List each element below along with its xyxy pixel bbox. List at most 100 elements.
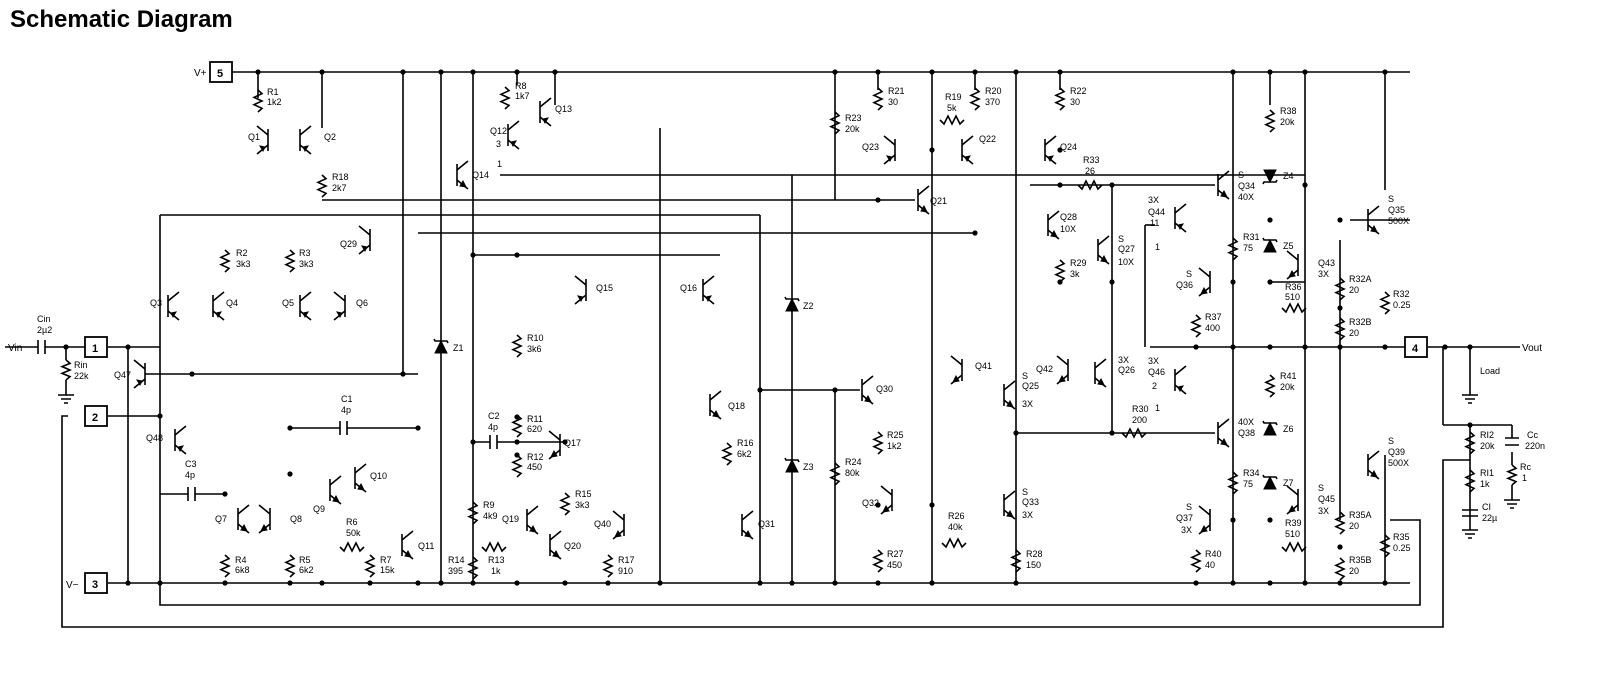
label-r11-value: 620 xyxy=(527,424,542,434)
zener-z6 xyxy=(1262,420,1278,436)
label-r20-value: 370 xyxy=(985,97,1000,107)
label-r35b: R35B xyxy=(1349,555,1372,565)
label-ri2-value: 20k xyxy=(1480,441,1495,451)
pins: 5 V+ 1 Vin 2 3 V− 4 Vout xyxy=(8,61,1542,594)
transistor-q21 xyxy=(917,185,930,215)
resistor-r17 xyxy=(602,554,614,578)
transistor-q27 xyxy=(1097,235,1110,265)
label-r10-value: 3k6 xyxy=(527,344,542,354)
transistor-q48 xyxy=(174,425,187,455)
label-q9: Q9 xyxy=(313,504,325,514)
label-q4: Q4 xyxy=(226,298,238,308)
svg-text:V+: V+ xyxy=(194,68,207,79)
label-r9: R9 xyxy=(483,500,495,510)
label-q47: Q47 xyxy=(114,370,131,380)
label-emitter-3: 3 xyxy=(496,139,501,149)
resistor-r25 xyxy=(872,431,884,455)
zener-z5 xyxy=(1262,237,1278,253)
resistor-r26 xyxy=(941,537,967,549)
label-r40: R40 xyxy=(1205,549,1222,559)
label-emitter-1b: 1 xyxy=(1155,403,1160,413)
label-r29: R29 xyxy=(1070,258,1087,268)
label-r15: R15 xyxy=(575,489,592,499)
label-q33: Q33 xyxy=(1022,497,1039,507)
label-s-q33: S xyxy=(1022,487,1028,497)
label-r22: R22 xyxy=(1070,86,1087,96)
label-emitter-1a: 1 xyxy=(1155,242,1160,252)
label-s-q35: S xyxy=(1388,194,1394,204)
label-r8: R8 xyxy=(515,81,527,91)
transistor-q10 xyxy=(354,463,367,493)
label-q45-note: 3X xyxy=(1318,506,1329,516)
label-r16-value: 6k2 xyxy=(737,449,752,459)
label-q7: Q7 xyxy=(215,514,227,524)
label-r3: R3 xyxy=(299,248,311,258)
label-ci-value: 22µ xyxy=(1482,513,1497,523)
transistor-q46 xyxy=(1174,365,1187,395)
label-r34-value: 75 xyxy=(1243,479,1253,489)
resistor-r35 xyxy=(1379,534,1391,558)
label-r33-value: 26 xyxy=(1085,166,1095,176)
label-emitter-2: 2 xyxy=(1152,381,1157,391)
label-r19: R19 xyxy=(945,92,962,102)
label-q45: Q45 xyxy=(1318,494,1335,504)
resistor-r1 xyxy=(252,89,264,113)
pin-2-box: 2 xyxy=(84,405,108,427)
zener-z3 xyxy=(784,457,800,473)
label-q46-note: 3X xyxy=(1148,356,1159,366)
resistor-r15 xyxy=(559,492,571,516)
label-z7: Z7 xyxy=(1283,478,1294,488)
label-rc: Rc xyxy=(1520,462,1531,472)
label-q1: Q1 xyxy=(248,132,260,142)
label-r35-value: 0.25 xyxy=(1393,543,1411,553)
transistor-q31 xyxy=(741,510,754,540)
misc-labels: Load S S S S S S S S S 11 1 2 1 3 1 xyxy=(496,139,1500,512)
pin-5-box: 5 V+ xyxy=(194,61,233,83)
transistor-q2 xyxy=(299,125,312,155)
wires xyxy=(5,71,1520,628)
label-q37: Q37 xyxy=(1176,513,1193,523)
label-r20: R20 xyxy=(985,86,1002,96)
label-r1: R1 xyxy=(267,87,279,97)
label-q14: Q14 xyxy=(472,170,489,180)
label-r5-value: 6k2 xyxy=(299,565,314,575)
label-r37-value: 400 xyxy=(1205,323,1220,333)
label-q28-note: 10X xyxy=(1060,224,1076,234)
label-q43-note: 3X xyxy=(1318,269,1329,279)
label-q38-note: 40X xyxy=(1238,417,1254,427)
label-ri2: RI2 xyxy=(1480,430,1494,440)
label-ci: CI xyxy=(1482,502,1491,512)
label-r2: R2 xyxy=(236,248,248,258)
label-r28-value: 150 xyxy=(1026,560,1041,570)
label-r6: R6 xyxy=(346,517,358,527)
label-r2-value: 3k3 xyxy=(236,259,251,269)
transistor-q1 xyxy=(256,125,269,155)
label-q44-note: 3X xyxy=(1148,195,1159,205)
resistor-r23 xyxy=(829,111,841,135)
label-c3: C3 xyxy=(185,459,197,469)
label-q39: Q39 xyxy=(1388,447,1405,457)
label-q25-note: 3X xyxy=(1022,399,1033,409)
transistor-q13 xyxy=(539,97,552,127)
label-c3-value: 4p xyxy=(185,470,195,480)
transistor-q26 xyxy=(1094,358,1107,388)
resistor-r38 xyxy=(1264,109,1276,133)
resistor-ri1 xyxy=(1464,469,1476,493)
label-r9-value: 4k9 xyxy=(483,511,498,521)
resistor-r35a xyxy=(1334,511,1346,535)
label-r32a: R32A xyxy=(1349,274,1372,284)
resistor-r34 xyxy=(1227,471,1239,495)
transistor-q9 xyxy=(329,475,342,505)
label-r5: R5 xyxy=(299,555,311,565)
resistor-r3 xyxy=(284,249,296,273)
label-c2-value: 4p xyxy=(488,422,498,432)
label-q39-note: 500X xyxy=(1388,458,1409,468)
label-z6: Z6 xyxy=(1283,424,1294,434)
label-q46: Q46 xyxy=(1148,367,1165,377)
label-q27-note: 10X xyxy=(1118,257,1134,267)
transistor-q25 xyxy=(1003,380,1016,410)
label-q35: Q35 xyxy=(1388,205,1405,215)
resistor-r13 xyxy=(481,541,507,553)
transistor-q6 xyxy=(333,291,346,321)
